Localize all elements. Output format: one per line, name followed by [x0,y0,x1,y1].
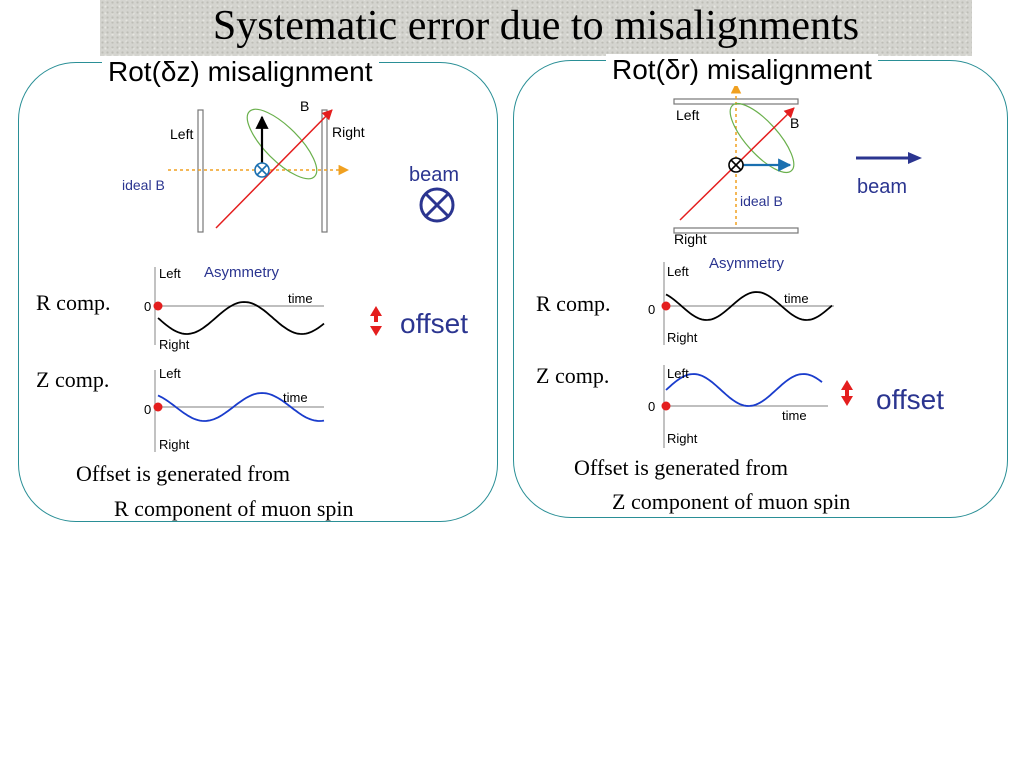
left-z-curve [157,392,325,422]
left-plate-right [321,109,328,233]
left-right-label: Right [332,124,365,140]
right-r-time-label: time [784,291,809,306]
left-z-zero-label: 0 [144,402,152,417]
left-plate-left [197,109,204,233]
right-z-time-label: time [782,408,807,423]
right-schematic [673,82,922,234]
left-asymmetry-label: Asymmetry [204,264,279,281]
right-r-top-label: Left [667,264,689,279]
right-r-bottom-label: Right [667,330,698,345]
left-precession-ellipse [246,108,318,180]
left-r-graph [153,267,325,345]
right-z-comp-label: Z comp. [536,363,610,388]
right-right-label: Right [674,231,707,247]
left-b-arrow [215,109,333,229]
right-z-curve [665,373,823,407]
right-r-curve [665,291,833,321]
left-offset-label: offset [400,308,468,339]
left-ideal-b-label: ideal B [122,177,165,193]
right-z-origin-marker [661,401,671,411]
right-plate-bottom [673,227,799,234]
right-ideal-b-label: ideal B [740,193,783,209]
title-bar: Systematic error due to misalignments [100,0,972,56]
left-r-curve [157,301,325,335]
left-z-bottom-label: Right [159,437,190,452]
beam-arrow-icon [856,152,922,164]
left-z-comp-label: Z comp. [36,367,110,392]
right-z-graph [661,365,828,448]
left-z-graph [153,370,325,452]
right-note-line1: Offset is generated from [574,455,789,480]
right-r-zero-label: 0 [648,302,656,317]
right-panel-heading: Rot(δr) misalignment [606,54,878,86]
right-r-graph [661,262,834,345]
right-beam-label: beam [857,176,908,198]
right-left-label: Left [676,107,700,123]
left-b-label: B [300,98,310,114]
left-z-top-label: Left [159,366,181,381]
right-offset-arrow-icon [841,380,853,406]
right-offset-label: offset [876,384,944,415]
left-left-label: Left [170,126,194,142]
right-asymmetry-label: Asymmetry [709,255,784,272]
right-r-comp-label: R comp. [536,291,611,316]
left-z-origin-marker [153,402,163,412]
right-z-bottom-label: Right [667,431,698,446]
left-r-time-label: time [288,291,313,306]
left-r-origin-marker [153,301,163,311]
right-z-zero-label: 0 [648,399,656,414]
left-beam-label: beam [409,164,460,186]
left-z-time-label: time [283,390,308,405]
left-schematic [168,108,455,233]
left-r-zero-label: 0 [144,299,152,314]
left-r-comp-label: R comp. [36,290,111,315]
left-r-top-label: Left [159,266,181,281]
right-z-top-label: Left [667,366,689,381]
left-note-line2: R component of muon spin [114,496,354,521]
beam-into-page-icon [419,187,455,223]
right-note-line2: Z component of muon spin [612,489,851,514]
left-panel-heading: Rot(δz) misalignment [102,56,379,88]
slide-title: Systematic error due to misalignments [212,3,860,49]
right-r-origin-marker [661,301,671,311]
right-b-label: B [790,115,800,131]
left-offset-arrow-icon [370,306,382,336]
left-note-line1: Offset is generated from [76,461,291,486]
left-r-bottom-label: Right [159,337,190,352]
